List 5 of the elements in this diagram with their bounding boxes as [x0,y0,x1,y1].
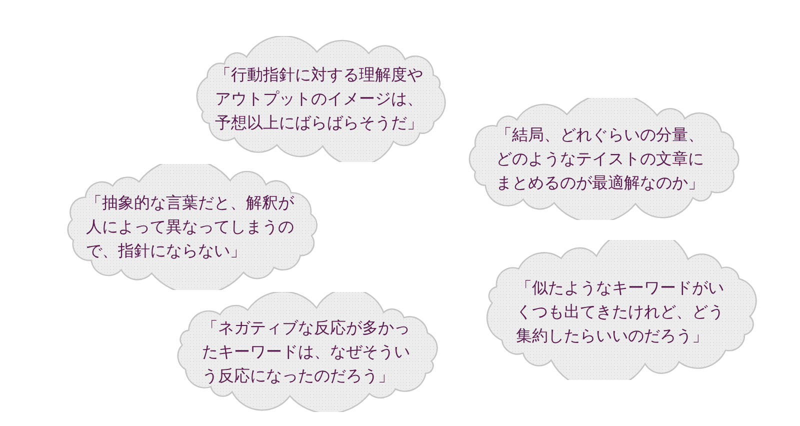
cloud-text: 「結局、どれぐらいの分量、どのようなテイストの文章にまとめるのが最適解なのか」 [496,124,705,194]
cloud-text: 「抽象的な言葉だと、解釈が人によって異なってしまうので、指針にならない」 [86,192,296,262]
cloud-text: 「行動指針に対する理解度やアウトプットのイメージは、予想以上にばらばらそうだ」 [215,64,424,134]
cloud-text: 「似たようなキーワードがいくつも出てきたけれど、どう集約したらいいのだろう」 [516,277,725,347]
cloud-text: 「ネガティブな反応が多かったキーワードは、なぜそういう反応になったのだろう」 [202,317,411,387]
